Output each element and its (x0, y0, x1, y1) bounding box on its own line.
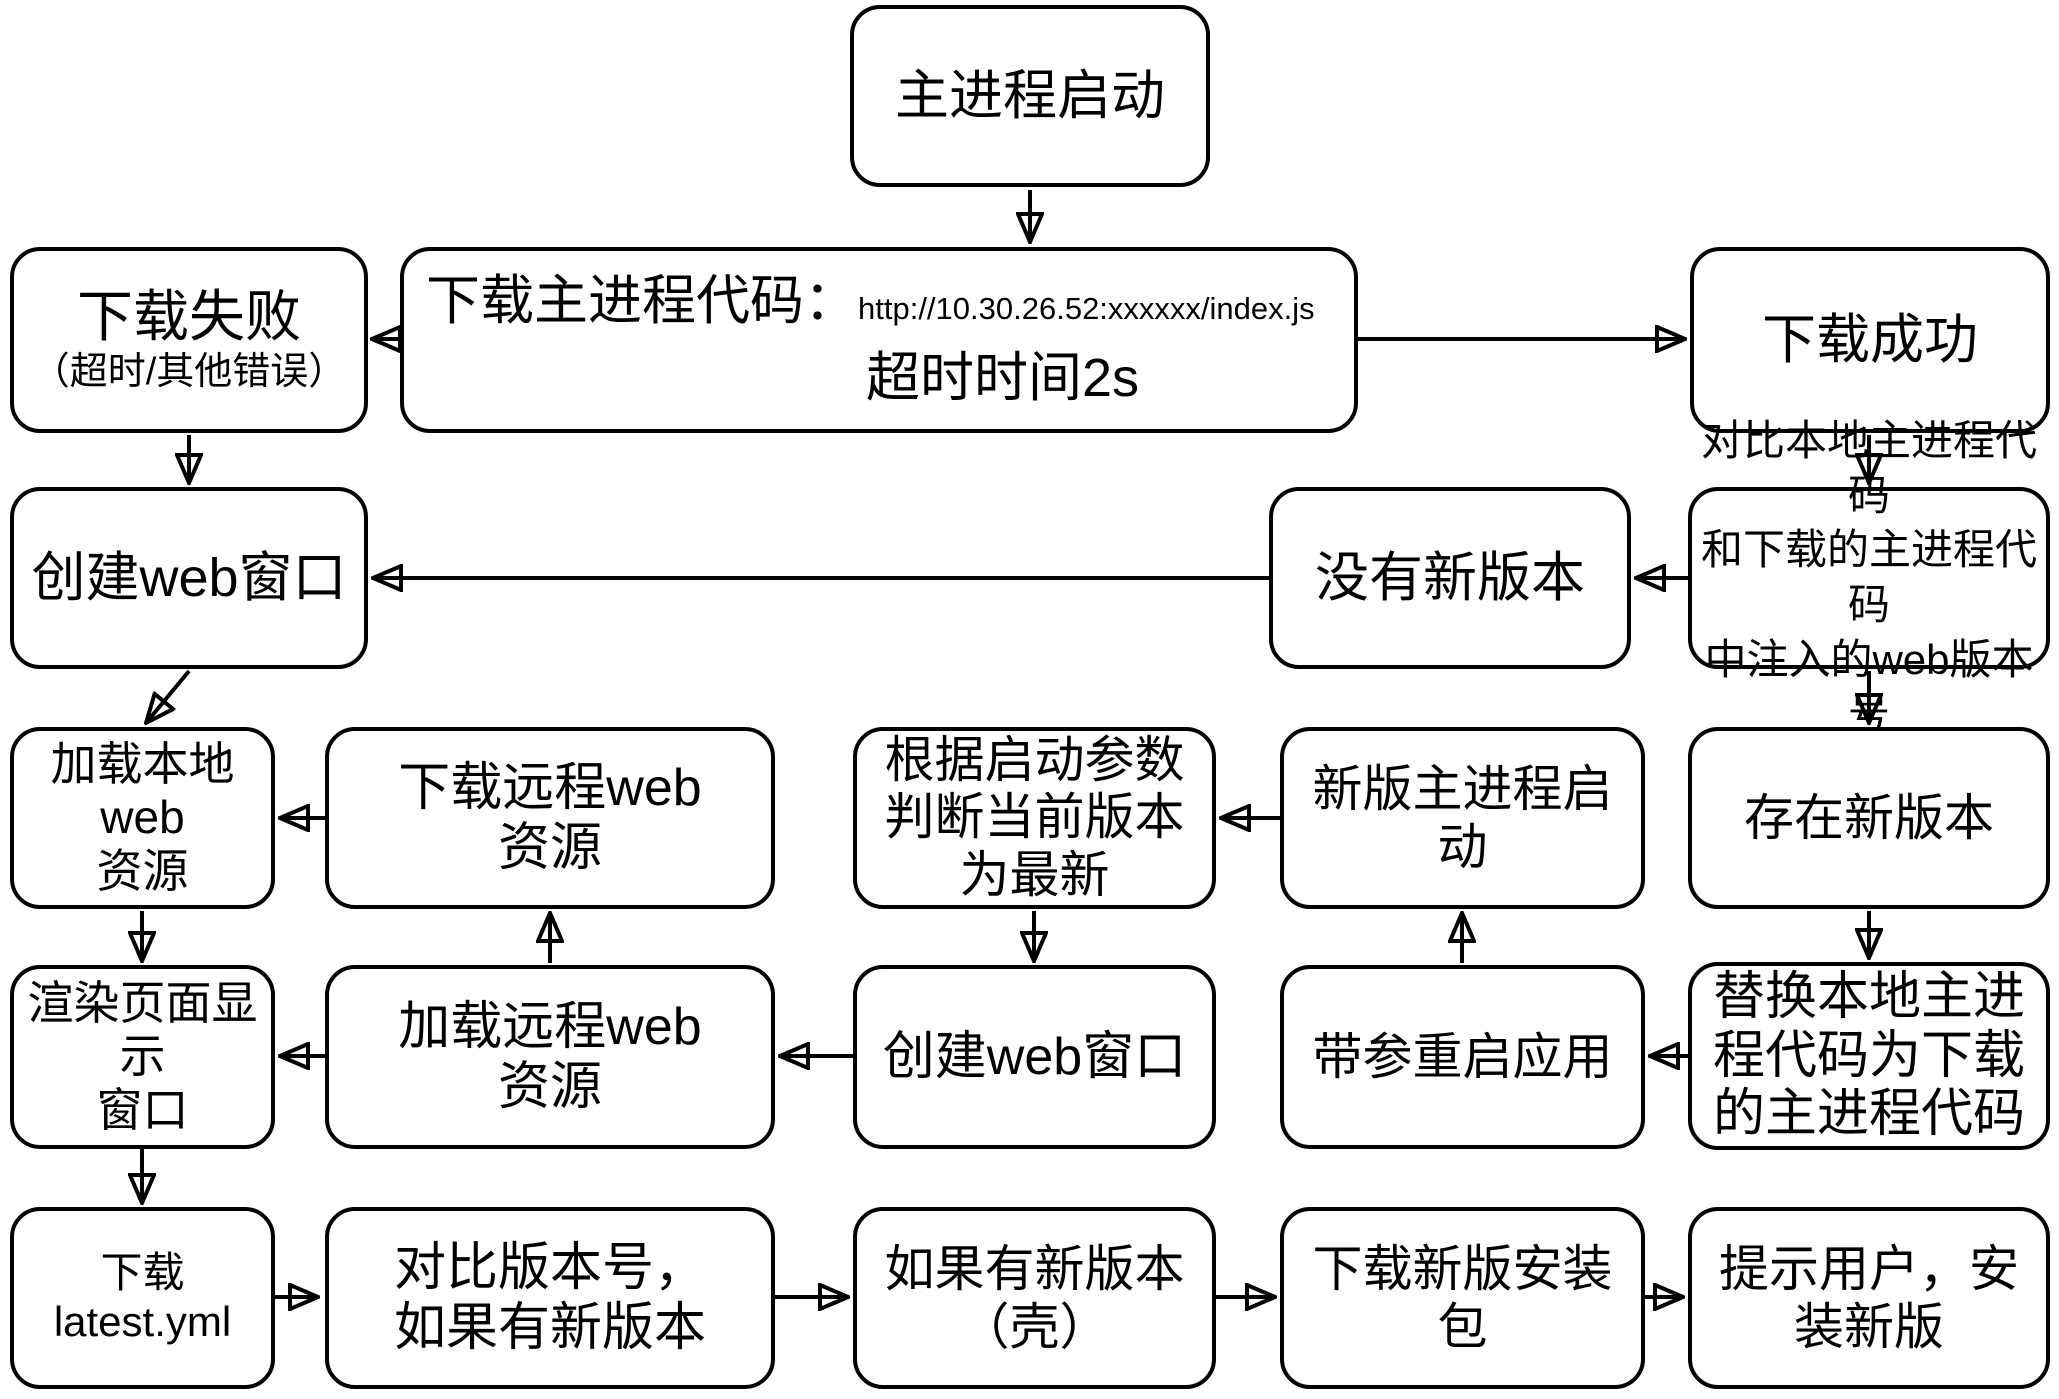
label-line: 下载新版安装 (1312, 1241, 1613, 1297)
node-restart-with-params: 带参重启应用 (1280, 965, 1645, 1149)
node-replace-local-code: 替换本地主进 程代码为下载 的主进程代码 (1688, 962, 2050, 1150)
node-prompt-install: 提示用户，安 装新版 (1688, 1207, 2050, 1389)
node-load-local-web: 加载本地web 资源 (10, 727, 275, 909)
label-line: 提示用户，安 (1719, 1241, 2019, 1297)
label-line: 对比版本号， (393, 1238, 706, 1297)
node-download-latest-yml: 下载latest.yml (10, 1207, 275, 1389)
download-code-label: 下载主进程代码： (426, 271, 858, 332)
label-line: 资源 (96, 844, 189, 897)
node-new-version-exists: 存在新版本 (1688, 727, 2050, 909)
node-compare-web-version: 对比本地主进程代码 和下载的主进程代码 中注入的web版本号 (1688, 417, 2050, 737)
label-line: 的主进程代码 (1712, 1085, 2025, 1144)
node-download-remote-web: 下载远程web 资源 (325, 727, 775, 909)
label-line: 根据启动参数 (884, 731, 1185, 788)
label-line: 装新版 (1794, 1299, 1944, 1355)
label-line: 程代码为下载 (1712, 1026, 2025, 1085)
node-create-web-window-mid: 创建web窗口 (853, 965, 1216, 1149)
label-line: 加载远程web (398, 997, 702, 1056)
node-download-success: 下载成功 (1690, 247, 2050, 433)
download-code-url: http://10.30.26.52:xxxxxx/index.js (858, 291, 1315, 327)
node-new-main-process-start: 新版主进程启 动 (1280, 727, 1645, 909)
label-line: 新版主进程启 (1312, 761, 1613, 817)
label-line: 下载远程web (398, 758, 702, 817)
node-download-fail: 下载失败 （超时/其他错误） (10, 247, 368, 433)
download-code-timeout: 超时时间2s (866, 348, 1140, 408)
node-no-new-version: 没有新版本 (1269, 487, 1631, 669)
node-judge-current-latest: 根据启动参数 判断当前版本 为最新 (853, 727, 1216, 909)
node-if-new-version-shell: 如果有新版本 （壳） (853, 1207, 1216, 1389)
node-download-main-code: 下载主进程代码： http://10.30.26.52:xxxxxx/index… (400, 247, 1358, 433)
node-load-remote-web: 加载远程web 资源 (325, 965, 775, 1149)
label-line: 如果有新版本 (884, 1241, 1185, 1297)
label-line: （壳） (959, 1299, 1110, 1355)
label-line: 渲染页面显示 (27, 976, 258, 1083)
download-code-line1: 下载主进程代码： http://10.30.26.52:xxxxxx/index… (426, 270, 1315, 333)
edge-create-left-to-load-local (146, 669, 191, 723)
label-line: 中注入的web版本号 (1704, 635, 2034, 738)
node-create-web-window-left: 创建web窗口 (10, 487, 368, 669)
label-line: 为最新 (959, 846, 1110, 903)
label-line: 对比本地主进程代码 (1700, 417, 2037, 519)
label-line: 替换本地主进 (1712, 967, 2025, 1026)
label-line: 下载失败 (77, 285, 301, 349)
label-line: 判断当前版本 (884, 789, 1185, 846)
label-line: 动 (1437, 819, 1488, 875)
label-line: 窗口 (96, 1083, 189, 1136)
label-line: 加载本地web (50, 737, 235, 844)
label-line: 包 (1437, 1299, 1488, 1355)
label-line: 如果有新版本 (393, 1299, 706, 1357)
node-main-process-start: 主进程启动 (850, 5, 1210, 187)
label-line: （超时/其他错误） (31, 351, 347, 394)
node-render-page-window: 渲染页面显示 窗口 (10, 965, 275, 1149)
node-compare-version-number: 对比版本号， 如果有新版本 (325, 1207, 775, 1389)
label-line: 资源 (497, 819, 602, 877)
node-download-installer: 下载新版安装 包 (1280, 1207, 1645, 1389)
label-line: 资源 (497, 1058, 602, 1116)
label-line: 和下载的主进程代码 (1700, 526, 2037, 628)
